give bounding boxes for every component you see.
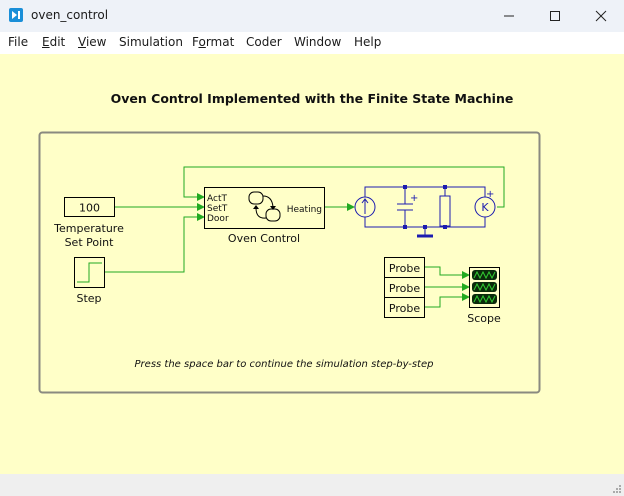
capacitor-plus: + (410, 193, 418, 204)
maximize-icon (550, 11, 560, 21)
title-bar: oven_control (0, 0, 624, 32)
constant-label-line1: Temperature (53, 222, 124, 235)
menu-simulation[interactable]: Simulation (119, 35, 183, 49)
current-source-icon (354, 196, 376, 218)
constant-block[interactable]: 100 (64, 197, 115, 217)
fsm-input-door: Door (207, 214, 229, 224)
probe-label-2: Probe (389, 282, 420, 295)
menu-edit[interactable]: Edit (42, 35, 66, 49)
menu-bar: File Edit View Simulation Format Coder W… (0, 32, 624, 54)
menu-window[interactable]: Window (294, 35, 342, 49)
diagram-svg: 100 Temperature Set Point Step ActT SetT… (38, 131, 541, 394)
probe-block-3[interactable] (384, 297, 425, 318)
menu-file[interactable]: File (8, 35, 29, 49)
temperature-sensor-icon (474, 196, 496, 218)
minimize-icon (504, 15, 514, 17)
status-bar (0, 474, 624, 496)
menu-view[interactable]: View (78, 35, 107, 49)
state-icon-a (248, 191, 264, 205)
circuit-nodes (403, 185, 447, 229)
menu-coder[interactable]: Coder (246, 35, 282, 49)
scope-trace-icon (473, 270, 496, 280)
step-block[interactable] (74, 257, 105, 288)
close-button[interactable] (578, 0, 624, 32)
fsm-input-actt: ActT (207, 194, 227, 204)
minimize-button[interactable] (486, 0, 532, 32)
fsm-label: Oven Control (228, 232, 300, 245)
maximize-button[interactable] (532, 0, 578, 32)
menu-format[interactable]: Format (192, 35, 235, 49)
sensor-plus: + (486, 189, 494, 200)
simulation-hint: Press the space bar to continue the simu… (135, 359, 434, 370)
close-icon (595, 10, 607, 22)
fsm-input-sett: SetT (207, 204, 228, 214)
model-canvas[interactable]: Oven Control Implemented with the Finite… (0, 54, 624, 474)
resistor-icon (439, 195, 451, 227)
app-icon (9, 8, 23, 22)
fsm-output-heating: Heating (287, 205, 322, 215)
state-icon-b (265, 208, 281, 222)
constant-label-line2: Set Point (65, 236, 115, 249)
resize-grip-icon[interactable] (612, 484, 622, 494)
window-title: oven_control (31, 8, 109, 22)
scope-label: Scope (467, 312, 501, 325)
scope-block[interactable] (469, 267, 500, 308)
diagram-frame (38, 131, 541, 394)
probe-label-1: Probe (389, 262, 420, 275)
signal-probe-1 (425, 266, 470, 279)
menu-help[interactable]: Help (354, 35, 382, 49)
fsm-block[interactable] (204, 187, 325, 229)
diagram-title: Oven Control Implemented with the Finite… (110, 91, 514, 106)
probe-label-3: Probe (389, 302, 420, 315)
sensor-symbol: K (481, 201, 489, 214)
signal-door (105, 213, 205, 273)
signal-probe-3 (425, 293, 470, 308)
constant-value: 100 (79, 202, 100, 215)
signal-feedback (183, 166, 505, 208)
step-label: Step (76, 292, 101, 305)
step-icon (77, 262, 102, 283)
